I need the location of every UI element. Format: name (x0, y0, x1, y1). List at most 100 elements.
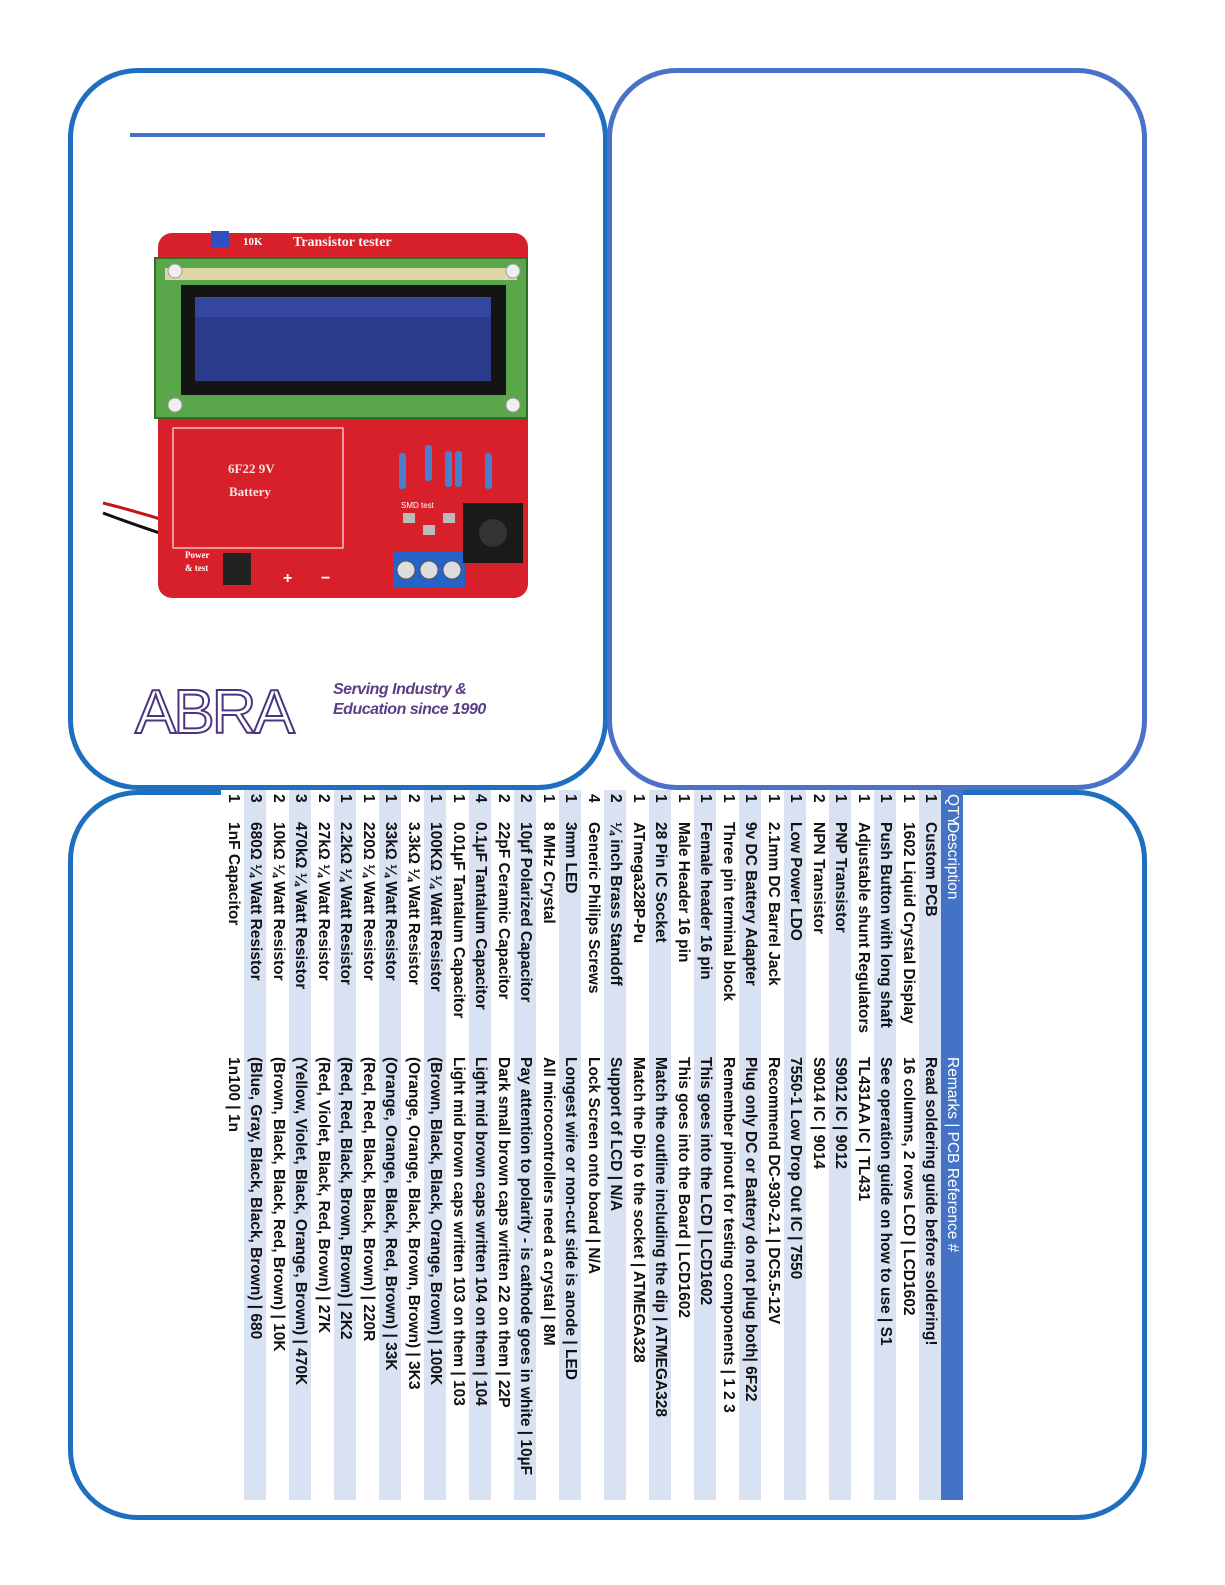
battery-label-2: Battery (229, 484, 271, 499)
cell-qty: 1 (446, 790, 469, 818)
bom-panel: QTY Description Remarks | PCB Reference … (68, 790, 1147, 1520)
cell-qty: 1 (536, 790, 559, 818)
cell-remarks: (Orange, Orange, Black, Brown, Brown) | … (401, 1053, 424, 1500)
trimmer-label: 10K (243, 236, 263, 248)
cell-qty: 1 (784, 790, 807, 818)
abra-logo: ABRA Serving Industry & Education since … (133, 663, 493, 748)
product-photo: 10K Transistor tester 6F22 9V Battery SM… (102, 231, 528, 598)
product-panel: 10K Transistor tester 6F22 9V Battery SM… (68, 68, 608, 790)
cell-description: 680Ω ¼ Watt Resistor (244, 818, 267, 1053)
cell-qty: 1 (829, 790, 852, 818)
cell-qty: 3 (289, 790, 312, 818)
cell-qty: 2 (604, 790, 627, 818)
blank-panel (607, 68, 1147, 790)
cell-qty: 1 (671, 790, 694, 818)
cell-qty: 1 (424, 790, 447, 818)
cell-qty: 4 (469, 790, 492, 818)
cell-remarks: (Red, Red, Black, Black, Brown) | 220R (356, 1053, 379, 1500)
cell-description: 8 MHz Crystal (536, 818, 559, 1053)
cell-qty: 2 (491, 790, 514, 818)
resistors (399, 445, 492, 489)
cell-description: NPN Transistor (806, 818, 829, 1053)
cell-description: 0.1µF Tantalum Capacitor (469, 818, 492, 1053)
cell-description: Custom PCB (919, 818, 941, 1053)
cell-qty: 1 (559, 790, 582, 818)
cell-qty: 1 (626, 790, 649, 818)
cell-remarks: 7550-1 Low Drop Out IC | 7550 (784, 1053, 807, 1500)
cell-description: 10kΩ ¼ Watt Resistor (266, 818, 289, 1053)
cell-remarks: Recommend DC-930-2.1 | DC5.5-12V (761, 1053, 784, 1500)
cell-qty: 2 (401, 790, 424, 818)
cell-qty: 1 (761, 790, 784, 818)
cell-remarks: Lock Screen onto board | N/A (581, 1053, 604, 1500)
cell-description: 3mm LED (559, 818, 582, 1053)
cell-description: Male Header 16 pin (671, 818, 694, 1053)
cell-qty: 3 (244, 790, 267, 818)
cell-qty: 1 (356, 790, 379, 818)
cell-qty: 1 (716, 790, 739, 818)
cell-qty: 2 (514, 790, 537, 818)
logo-tagline-1: Serving Industry & (333, 681, 467, 698)
cell-remarks: All microcontrollers need a crystal | 8M (536, 1053, 559, 1500)
cell-remarks: (Brown, Black, Black, Orange, Brown) | 1… (424, 1053, 447, 1500)
cell-description: PNP Transistor (829, 818, 852, 1053)
qty-header: QTY (941, 790, 963, 826)
cell-description: 33kΩ ¼ Watt Resistor (379, 818, 402, 1053)
cell-remarks: (Yellow, Violet, Black, Orange, Brown) |… (289, 1053, 312, 1500)
cell-description: 3.3kΩ ¼ Watt Resistor (401, 818, 424, 1053)
cell-remarks: Light mid brown caps written 104 on them… (469, 1053, 492, 1500)
cell-description: Generic Philips Screws (581, 818, 604, 1053)
cell-remarks: See operation guide on how to use | S1 (874, 1053, 897, 1500)
table-header-row: QTY Description Remarks | PCB Reference … (941, 790, 963, 1500)
cell-remarks: 16 columns, 2 rows LCD | LCD1602 (896, 1053, 919, 1500)
description-header: Description (941, 818, 963, 1053)
cell-qty: 1 (919, 790, 941, 818)
cell-description: Push Button with long shaft (874, 818, 897, 1053)
cell-description: 2.1mm DC Barrel Jack (761, 818, 784, 1053)
cell-remarks: (Brown, Black, Black, Red, Brown) | 10K (266, 1053, 289, 1500)
cell-remarks: This goes into the Board | LCD1602 (671, 1053, 694, 1500)
cell-description: 470kΩ ¼ Watt Resistor (289, 818, 312, 1053)
cell-description: Adjustable shunt Regulators (851, 818, 874, 1053)
cell-qty: 1 (221, 790, 244, 818)
cell-remarks: Longest wire or non-cut side is anode | … (559, 1053, 582, 1500)
cell-qty: 1 (739, 790, 762, 818)
cell-remarks: Remember pinout for testing components |… (716, 1053, 739, 1500)
cell-qty: 1 (896, 790, 919, 818)
cell-description: 28 Pin IC Socket (649, 818, 672, 1053)
cell-description: Low Power LDO (784, 818, 807, 1053)
cell-description: 0.01µF Tantalum Capacitor (446, 818, 469, 1053)
cell-remarks: This goes into the LCD | LCD1602 (694, 1053, 717, 1500)
logo-name: ABRA (135, 678, 295, 747)
cell-qty: 2 (266, 790, 289, 818)
cell-remarks: (Red, Red, Black, Brown, Brown) | 2K2 (334, 1053, 357, 1500)
cell-remarks: 1n100 | 1n (221, 1053, 244, 1500)
cell-description: ATmega328P-Pu (626, 818, 649, 1053)
cell-qty: 1 (379, 790, 402, 818)
cell-qty: 1 (694, 790, 717, 818)
cell-remarks: Read soldering guide before soldering! (919, 1053, 941, 1500)
cell-remarks: (Blue, Gray, Black, Black, Brown) | 680 (244, 1053, 267, 1500)
plus-label: + (283, 570, 292, 587)
